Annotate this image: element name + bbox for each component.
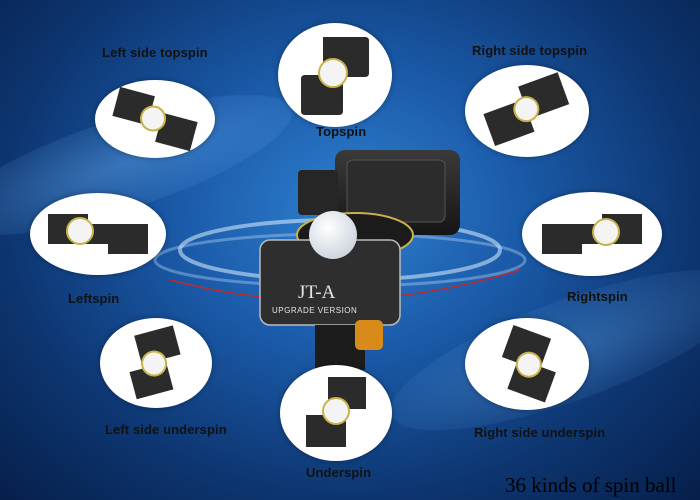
label-right-side-topspin: Right side topspin (472, 43, 588, 58)
paddle-left-side-topspin-icon (112, 86, 198, 152)
spin-circle-leftspin (30, 193, 166, 275)
spin-circle-right-side-underspin (465, 318, 589, 410)
spin-circle-right-side-topspin (465, 65, 589, 157)
label-left-side-underspin: Left side underspin (105, 422, 227, 437)
spin-circle-topspin (278, 23, 392, 127)
spin-circle-underspin (280, 365, 392, 461)
spin-circle-left-side-topspin (95, 80, 215, 158)
label-right-side-underspin: Right side underspin (474, 425, 606, 440)
spin-circle-rightspin (522, 192, 662, 276)
paddle-topspin-icon (301, 37, 369, 115)
caption-spin-count: 36 kinds of spin ball (505, 473, 677, 497)
label-left-side-topspin: Left side topspin (102, 45, 208, 60)
robot-head-illustration: JT-A UPGRADE VERSION (150, 130, 530, 370)
label-topspin: Topspin (316, 124, 367, 139)
paddle-rightspin-icon (542, 214, 642, 254)
device-model-text: JT-A (298, 282, 336, 303)
paddle-right-side-topspin-icon (483, 72, 570, 147)
paddle-leftspin-icon (48, 214, 148, 254)
paddle-left-side-underspin-icon (129, 325, 181, 400)
label-leftspin: Leftspin (68, 291, 120, 306)
device-version-text: UPGRADE VERSION (272, 306, 358, 315)
paddle-underspin-icon (306, 377, 366, 447)
label-underspin: Underspin (306, 465, 372, 480)
label-rightspin: Rightspin (567, 289, 628, 304)
spin-circle-left-side-underspin (100, 318, 212, 408)
paddle-right-side-underspin-icon (501, 325, 556, 403)
